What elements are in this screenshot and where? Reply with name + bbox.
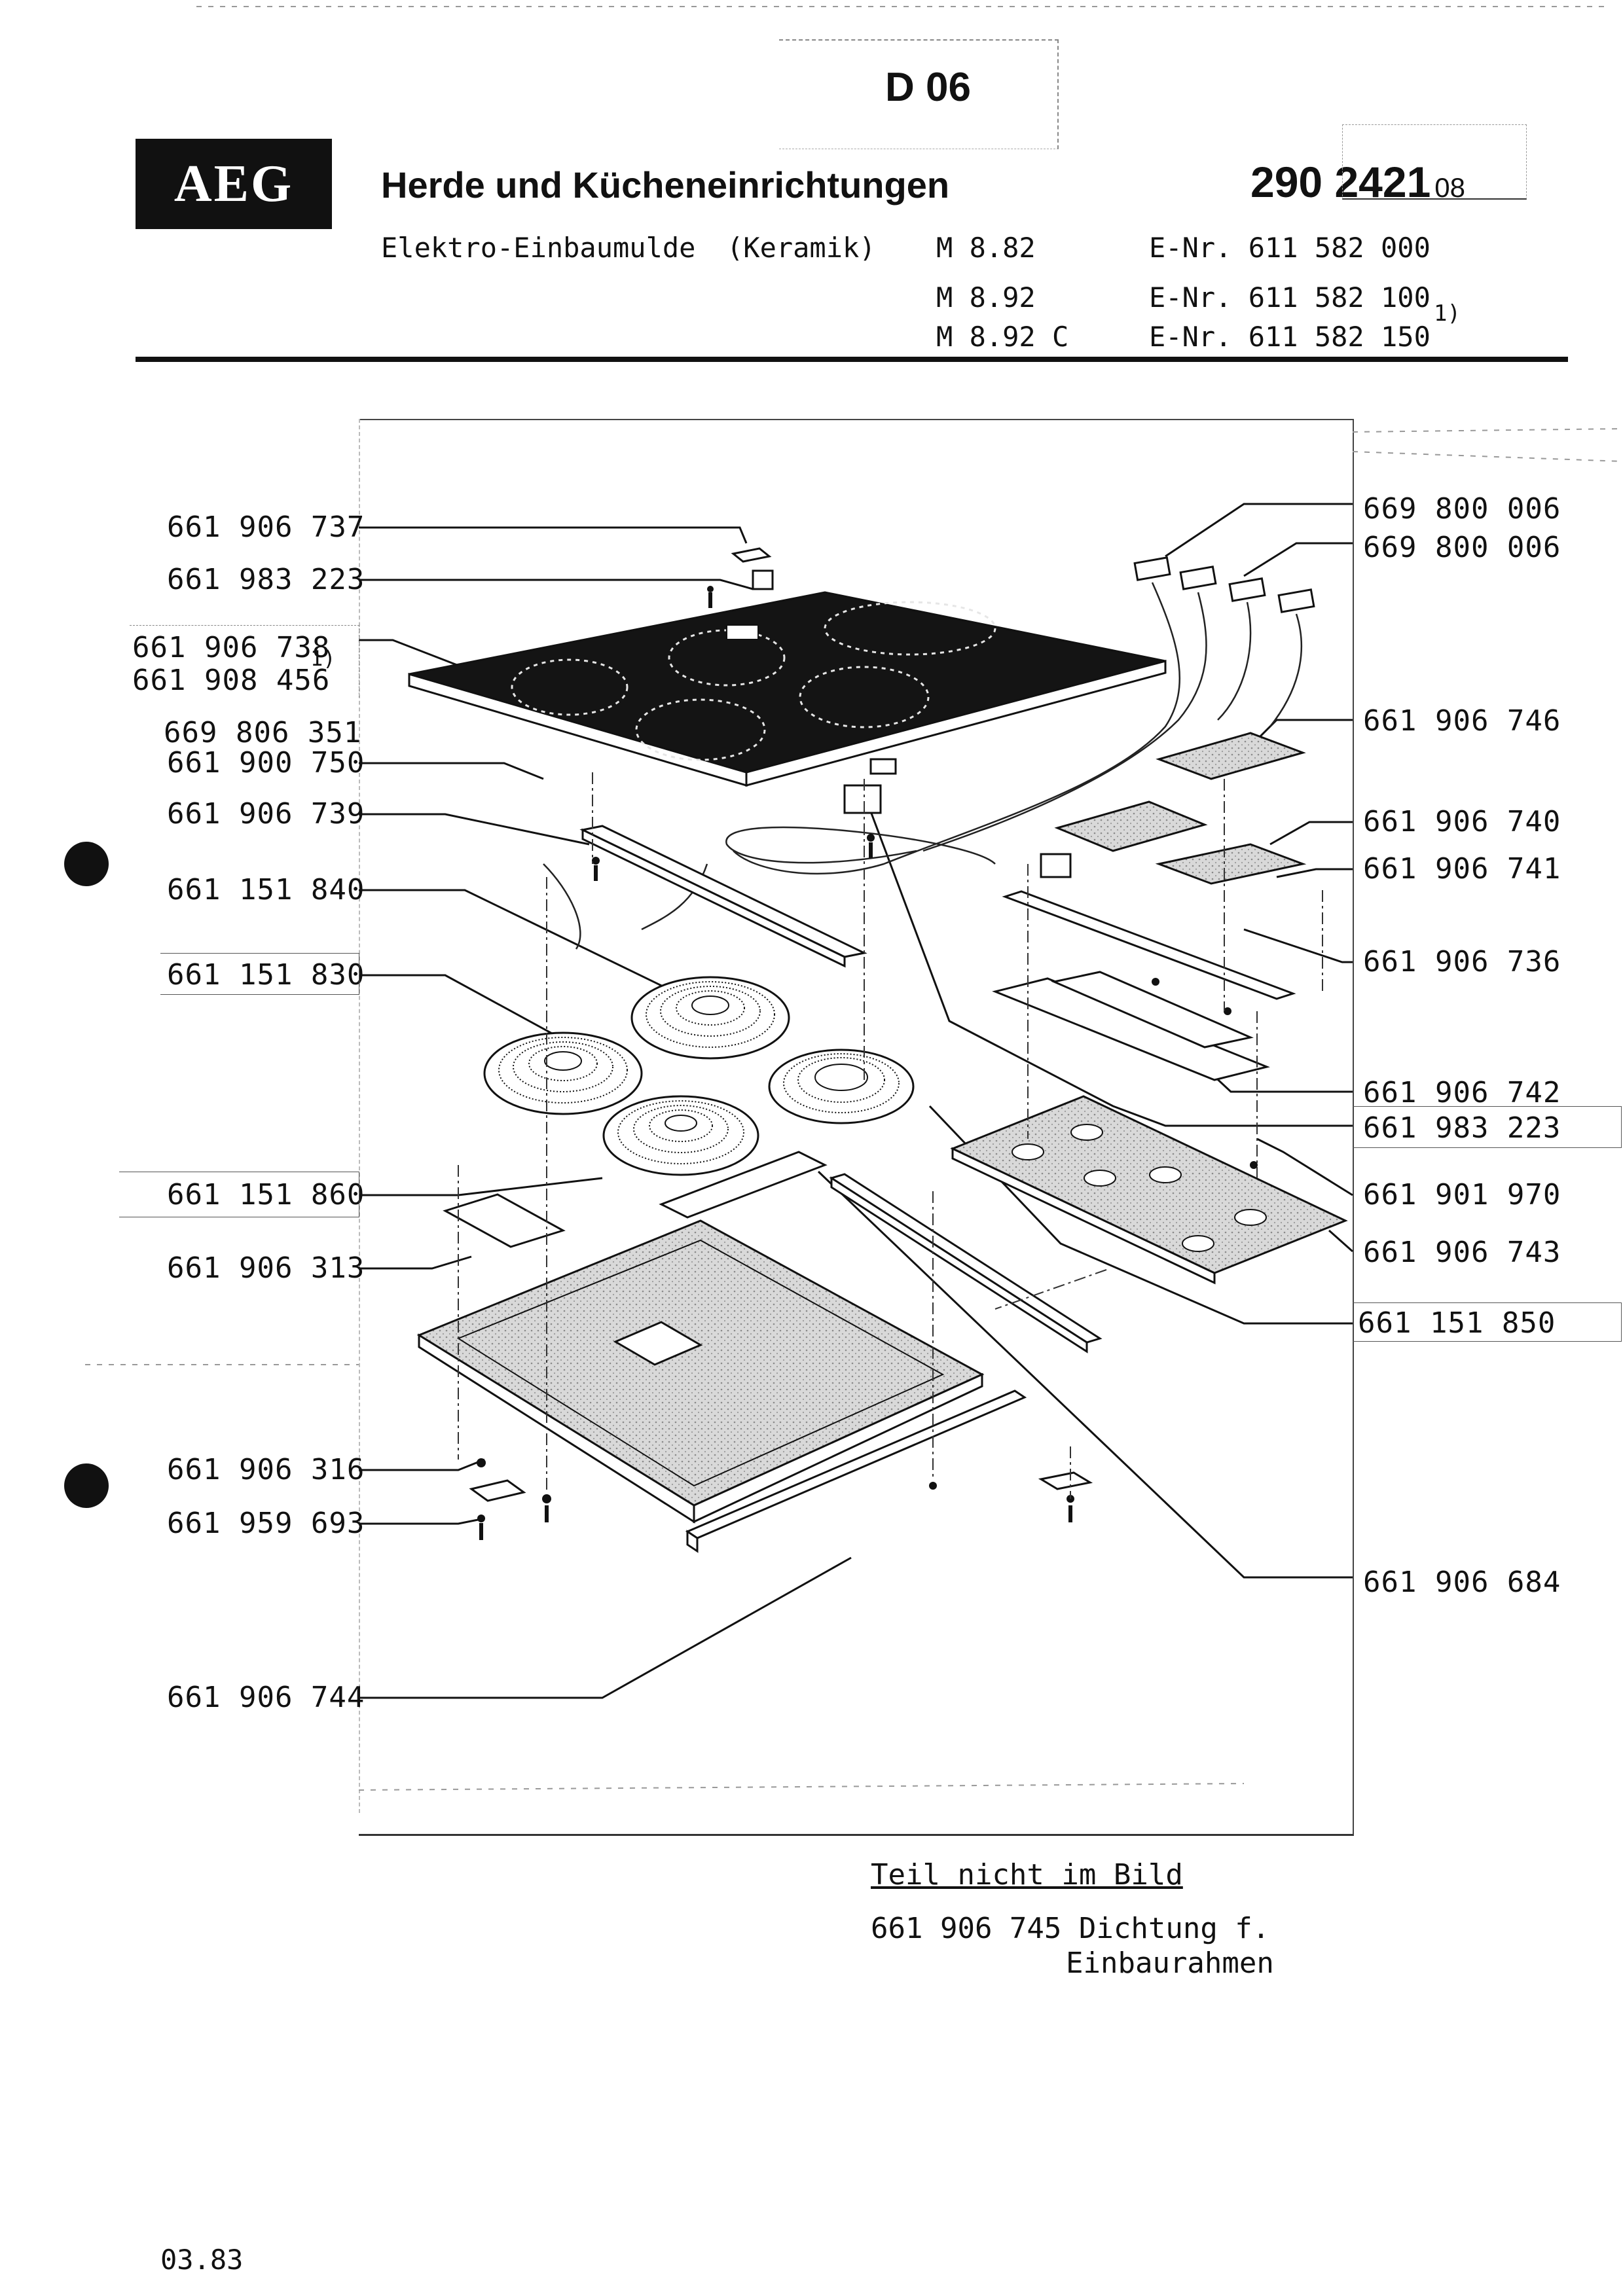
model-3: M 8.92 C (936, 321, 1069, 353)
model-1: M 8.82 (936, 232, 1036, 264)
terminal-blocks (1133, 556, 1315, 613)
part-label-right: 669 800 006 (1363, 531, 1561, 564)
part-label-left: 661 959 693 (167, 1507, 365, 1540)
footnote-marker-models: 1) (1434, 300, 1461, 327)
part-label-left: 661 983 223 (167, 563, 365, 596)
label-box (119, 1172, 359, 1217)
part-label-right: 661 906 741 (1363, 852, 1561, 886)
part-label-left: 661 906 313 (167, 1251, 365, 1285)
punch-hole (64, 842, 109, 886)
wiring (543, 582, 1303, 950)
part-label-left: 661 906 738 (132, 631, 331, 664)
mounting-rail (579, 825, 867, 968)
part-label-right: 661 906 684 (1363, 1566, 1561, 1599)
screw (477, 586, 1258, 1540)
bracket (443, 1151, 1093, 1502)
part-label-left: 661 906 739 (167, 797, 365, 831)
part-label-right: 661 906 742 (1363, 1076, 1561, 1109)
page-code-box (779, 39, 1059, 149)
cooktop-trough (416, 1219, 985, 1524)
part-label-left: 661 151 830 (167, 958, 365, 992)
header-rule (136, 357, 1568, 362)
punch-hole (64, 1463, 109, 1508)
label-box (130, 625, 359, 698)
heating-element (483, 1031, 643, 1115)
scan-marks (85, 6, 1623, 1791)
part-label-left: 661 151 860 (167, 1178, 365, 1211)
part-label-left: 661 906 737 (167, 511, 365, 544)
front-rail (685, 1390, 1027, 1553)
part-label-right: 669 800 006 (1363, 492, 1561, 526)
part-label-right: 661 906 746 (1363, 704, 1561, 738)
heating-element (602, 1095, 759, 1176)
part-label-left: 661 151 840 (167, 873, 365, 906)
part-label-right: 661 906 740 (1363, 805, 1561, 838)
part-label-left: 661 906 316 (167, 1453, 365, 1486)
assembly-lines (458, 772, 1323, 1499)
heating-element (630, 976, 790, 1060)
part-label-left: 661 906 744 (167, 1681, 365, 1714)
enr-1: E-Nr. 611 582 000 (1149, 232, 1431, 264)
notes-title: Teil nicht im Bild (871, 1858, 1183, 1892)
header-title: Herde und Kücheneinrichtungen (381, 164, 950, 206)
mounting-clip (731, 547, 1072, 878)
insulation-plate (950, 1095, 1348, 1285)
label-box (160, 953, 359, 995)
ceramic-hob-top (408, 591, 1167, 787)
label-box (1353, 1302, 1622, 1342)
part-label-left: 669 806 351 (164, 716, 362, 749)
product-name: Elektro-Einbaumulde (381, 232, 696, 264)
product-material: (Keramik) (727, 232, 876, 264)
leader-lines-left (359, 526, 852, 1699)
part-label-right: 661 906 743 (1363, 1236, 1561, 1269)
model-2: M 8.92 (936, 281, 1036, 314)
footnote-marker-part: 1) (310, 646, 336, 671)
part-label-left: 661 908 456 (132, 664, 331, 697)
contact-strip (992, 890, 1296, 1081)
page-code: D 06 (885, 65, 971, 110)
label-box (1353, 1106, 1622, 1148)
doc-number-box (1342, 124, 1527, 200)
drawing-frame-left-dash (359, 419, 360, 1813)
part-label-left: 661 900 750 (167, 746, 365, 780)
aeg-logo: AEG (136, 139, 332, 229)
part-label-right: 661 906 736 (1363, 945, 1561, 978)
control-board (1054, 732, 1307, 885)
drawing-frame (359, 419, 1354, 1836)
enr-2: E-Nr. 611 582 100 (1149, 281, 1431, 314)
part-label-right: 661 151 850 (1358, 1306, 1556, 1340)
document-number-suffix: 08 (1434, 172, 1465, 203)
notes-line-1: 661 906 745 Dichtung f. (871, 1912, 1270, 1945)
enr-3: E-Nr. 611 582 150 (1149, 321, 1431, 353)
footer-date: 03.83 (160, 2244, 244, 2276)
part-label-right: 661 983 223 (1363, 1111, 1561, 1145)
support-bar (829, 1173, 1103, 1354)
notes-line-2: Einbaurahmen (1066, 1946, 1274, 1980)
document-number-main: 290 2421 (1250, 158, 1431, 206)
heating-element (768, 1049, 915, 1124)
part-label-right: 661 901 970 (1363, 1178, 1561, 1211)
